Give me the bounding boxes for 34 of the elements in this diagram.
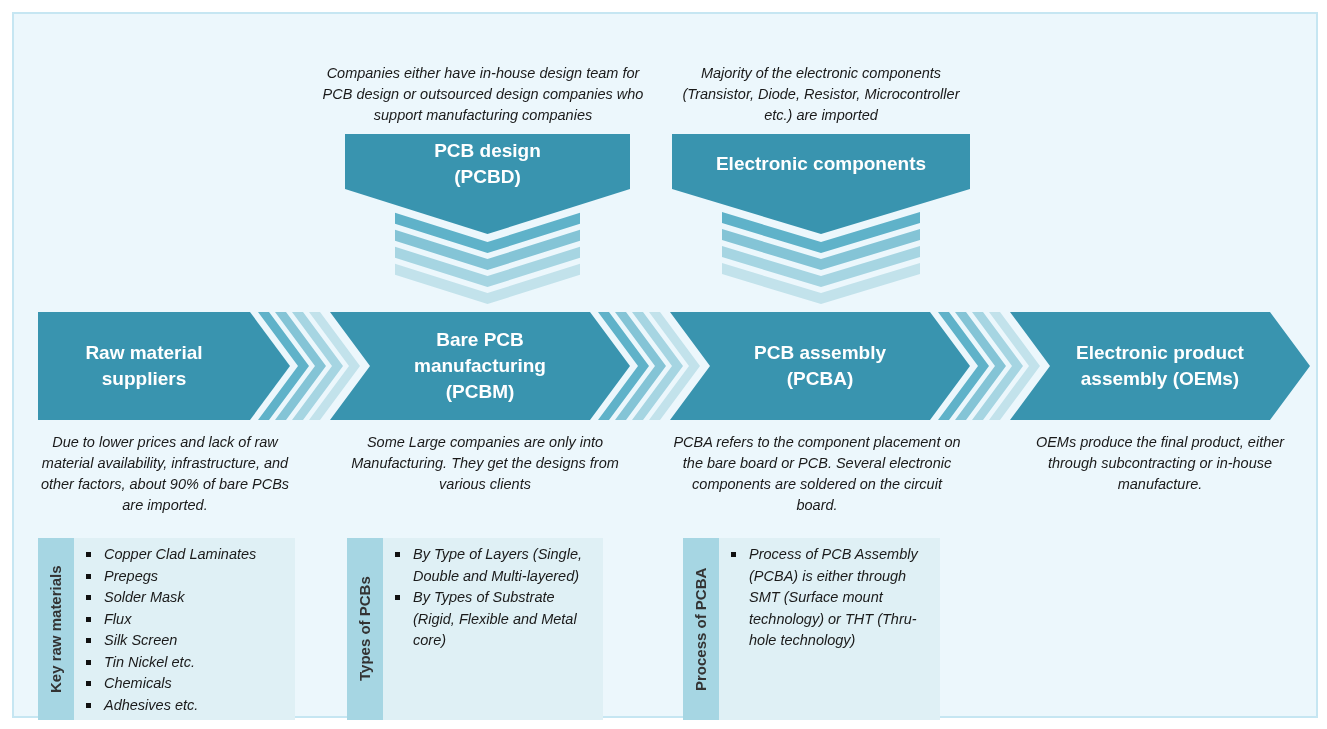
bullet-text: Prepegs — [104, 567, 158, 584]
description-text: Majority of the electronic components (Transistor, Diode, Resistor, Microcontroller etc.) are imported — [681, 64, 961, 125]
description-text: OEMs produce the final product, either through subcontracting or in-house manufacture. — [1034, 433, 1286, 494]
description-text: Companies either have in-house design team for PCB design or outsourced design companies who support manufacturing companies — [321, 64, 645, 125]
chevron-connector — [938, 312, 1040, 420]
stage-label: Electronic components — [715, 152, 927, 176]
description-text: Some Large companies are only into Manufacturing. They get the designs from various clients — [350, 433, 620, 494]
stage-label: PCB design (PCBD) — [433, 139, 542, 189]
stage-label: PCB assembly (PCBA) — [753, 341, 887, 391]
bullet-text: Copper Clad Laminates — [104, 546, 257, 562]
chevron-connector — [722, 212, 920, 304]
description-text: PCBA refers to the component placement on the bare board or PCB. Several electronic components are soldered on the circuit board. — [672, 433, 962, 515]
info-panel — [38, 538, 295, 720]
bullet-text: Process of PCB Assembly (PCBA) is either through SMT (Surface mount technology) or THT (Thru-hole technology) — [749, 546, 918, 648]
panel-heading: Key raw materials — [38, 538, 74, 720]
panel-heading: Types of PCBs — [347, 538, 383, 720]
bullet-text: By Type of Layers (Single, Double and Multi-layered) — [413, 546, 582, 584]
bullet-text: Silk Screen — [104, 632, 178, 648]
stage-label: Bare PCB manufacturing (PCBM) — [413, 328, 547, 404]
panel-heading: Process of PCBA — [683, 538, 719, 720]
description-text: Due to lower prices and lack of raw material availability, infrastructure, and other factors, about 90% of bare PCBs are imported. — [39, 433, 291, 515]
stage-label: Raw material suppliers — [84, 341, 204, 391]
info-panel — [683, 538, 940, 720]
chevron-connector — [598, 312, 700, 420]
bullet-text: By Types of Substrate (Rigid, Flexible and Metal core) — [413, 589, 577, 648]
bullet-text: Adhesives etc. — [104, 696, 199, 713]
chevron-connector — [395, 212, 580, 304]
stage-label: Electronic product assembly (OEMs) — [1075, 341, 1245, 391]
info-panel — [347, 538, 603, 720]
bullet-text: Solder Mask — [104, 589, 185, 605]
chevron-connector — [258, 312, 360, 420]
bullet-text: Chemicals — [104, 675, 172, 691]
bullet-text: Tin Nickel etc. — [104, 653, 195, 670]
bullet-text: Flux — [104, 610, 132, 627]
